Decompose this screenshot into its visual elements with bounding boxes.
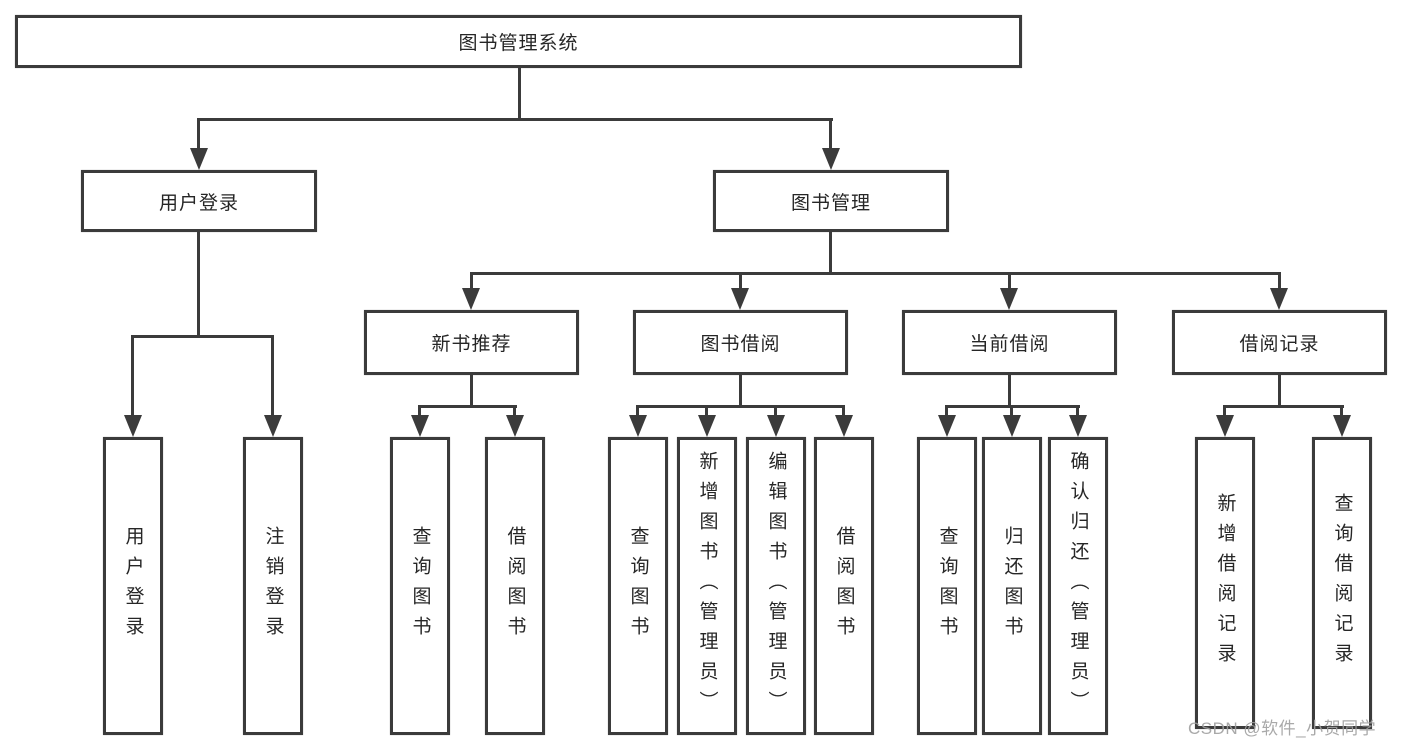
connector-line [513, 405, 516, 419]
leaf-query-books-2: 查询图书 [608, 437, 668, 735]
connector-arrow [822, 148, 840, 170]
leaf-query-borrow-record-label: 查询借阅记录 [1331, 493, 1353, 673]
watermark: CSDN @软件_小贺同学 [1188, 719, 1377, 738]
connector-line [470, 272, 473, 292]
connector-arrow [767, 415, 785, 437]
connector-line [131, 335, 134, 419]
node-user-login: 用户登录 [81, 170, 317, 232]
node-borrow-records-label: 借阅记录 [1239, 334, 1320, 355]
connector-arrow [938, 415, 956, 437]
connector-arrow [1003, 415, 1021, 437]
connector-line [739, 375, 742, 408]
leaf-query-books-1: 查询图书 [390, 437, 450, 735]
connector-line [774, 405, 777, 419]
connector-line [1340, 405, 1343, 419]
connector-line [829, 118, 832, 152]
node-current-borrowing-label: 当前借阅 [969, 334, 1050, 355]
leaf-edit-books-admin: 编辑图书（管理员） [746, 437, 806, 735]
connector-line [739, 272, 742, 292]
connector-line [945, 405, 948, 419]
leaf-add-borrow-record-label: 新增借阅记录 [1214, 493, 1236, 673]
connector-line [518, 67, 521, 121]
connector-arrow [506, 415, 524, 437]
node-new-book-recommend: 新书推荐 [364, 310, 579, 375]
connector-line [197, 118, 200, 152]
connector-arrow [1000, 288, 1018, 310]
connector-arrow [1333, 415, 1351, 437]
leaf-logout: 注销登录 [243, 437, 303, 735]
connector-arrow [1069, 415, 1087, 437]
connector-line [197, 118, 833, 121]
node-user-login-label: 用户登录 [158, 192, 239, 214]
connector-arrow [1216, 415, 1234, 437]
leaf-edit-books-admin-label: 编辑图书（管理员） [765, 451, 787, 721]
leaf-query-borrow-record: 查询借阅记录 [1312, 437, 1372, 729]
connector-line [271, 335, 274, 419]
connector-line [470, 375, 473, 408]
node-root-label: 图书管理系统 [458, 33, 579, 54]
connector-arrow [698, 415, 716, 437]
node-book-borrowing-label: 图书借阅 [700, 334, 781, 355]
leaf-return-books-label: 归还图书 [1001, 526, 1023, 646]
leaf-borrow-books-2: 借阅图书 [814, 437, 874, 735]
leaf-query-books-3-label: 查询图书 [936, 526, 958, 646]
connector-line [1278, 272, 1281, 292]
leaf-confirm-return-admin-label: 确认归还（管理员） [1067, 451, 1089, 721]
node-current-borrowing: 当前借阅 [902, 310, 1117, 375]
connector-line [470, 272, 1281, 275]
connector-line [1076, 405, 1079, 419]
connector-line [829, 232, 832, 274]
node-root: 图书管理系统 [15, 15, 1022, 68]
connector-arrow [190, 148, 208, 170]
connector-line [418, 405, 517, 408]
leaf-logout-label: 注销登录 [262, 526, 284, 646]
connector-line [1010, 405, 1013, 419]
leaf-add-books-admin: 新增图书（管理员） [677, 437, 737, 735]
node-book-management: 图书管理 [713, 170, 949, 232]
leaf-confirm-return-admin: 确认归还（管理员） [1048, 437, 1108, 735]
connector-arrow [264, 415, 282, 437]
leaf-borrow-books-2-label: 借阅图书 [833, 526, 855, 646]
connector-line [842, 405, 845, 419]
connector-arrow [462, 288, 480, 310]
connector-line [131, 335, 274, 338]
connector-arrow [1270, 288, 1288, 310]
connector-arrow [629, 415, 647, 437]
leaf-add-borrow-record: 新增借阅记录 [1195, 437, 1255, 729]
connector-arrow [835, 415, 853, 437]
leaf-user-login-label: 用户登录 [122, 526, 144, 646]
leaf-query-books-3: 查询图书 [917, 437, 977, 735]
connector-arrow [411, 415, 429, 437]
leaf-borrow-books-1-label: 借阅图书 [504, 526, 526, 646]
connector-line [1008, 272, 1011, 292]
connector-arrow [124, 415, 142, 437]
connector-line [1223, 405, 1344, 408]
node-book-management-label: 图书管理 [790, 192, 871, 214]
leaf-user-login: 用户登录 [103, 437, 163, 735]
leaf-add-books-admin-label: 新增图书（管理员） [696, 451, 718, 721]
connector-line [636, 405, 845, 408]
leaf-query-books-1-label: 查询图书 [409, 526, 431, 646]
node-book-borrowing: 图书借阅 [633, 310, 848, 375]
leaf-query-books-2-label: 查询图书 [627, 526, 649, 646]
node-new-book-recommend-label: 新书推荐 [431, 334, 512, 355]
connector-line [705, 405, 708, 419]
leaf-return-books: 归还图书 [982, 437, 1042, 735]
connector-line [197, 232, 200, 338]
connector-line [1008, 375, 1011, 408]
node-borrow-records: 借阅记录 [1172, 310, 1387, 375]
connector-line [1223, 405, 1226, 419]
connector-line [636, 405, 639, 419]
connector-line [1278, 375, 1281, 408]
connector-line [418, 405, 421, 419]
leaf-borrow-books-1: 借阅图书 [485, 437, 545, 735]
connector-arrow [731, 288, 749, 310]
